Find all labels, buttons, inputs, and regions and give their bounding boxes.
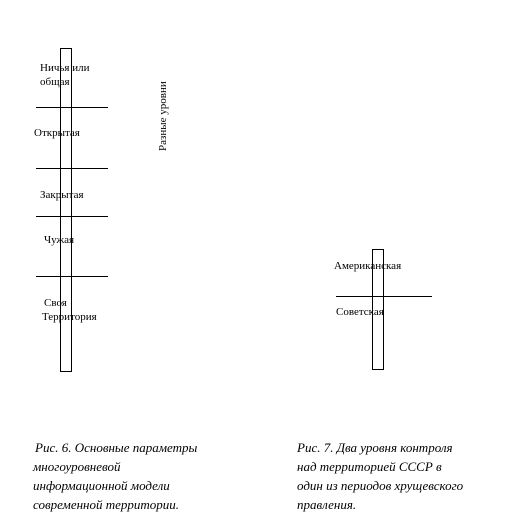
fig6-level-closed: Закрытая — [40, 189, 84, 201]
fig6-divider-3 — [36, 216, 108, 217]
fig6-level-common-line1: Ничья или — [40, 62, 90, 74]
fig7-caption-line3: один из периодов хрущевского — [297, 478, 464, 493]
fig7-caption-line2: над территорией СССР в — [297, 459, 442, 474]
fig7-caption-line4: правления. — [297, 497, 357, 512]
fig6-level-open: Открытая — [34, 127, 80, 139]
fig6-level-common-line2: общая — [40, 76, 70, 88]
fig6-caption-line2: многоуровневой — [33, 459, 121, 474]
fig6-caption-line4: современной территории. — [33, 497, 180, 512]
fig6-level-own-line1: Своя — [44, 297, 67, 309]
fig6-divider-4 — [36, 276, 108, 277]
fig6-level-foreign: Чужая — [44, 234, 75, 246]
fig6-vertical-label: Разные уровни — [157, 81, 169, 151]
fig6-vertical-bar — [60, 48, 72, 372]
fig6-level-own-line2: Территория — [42, 311, 97, 323]
fig7-level-american: Американская — [334, 260, 402, 272]
fig7-divider — [336, 296, 432, 297]
fig7-caption-line1: Рис. 7. Два уровня контроля — [297, 440, 453, 455]
fig6-divider-2 — [36, 168, 108, 169]
fig6-caption-line1: Рис. 6. Основные параметры — [35, 440, 198, 455]
fig7-level-soviet: Советская — [336, 306, 384, 318]
fig6-divider-1 — [36, 107, 108, 108]
fig6-caption-line3: информационной модели — [33, 478, 170, 493]
fig7-vertical-bar — [372, 249, 384, 370]
